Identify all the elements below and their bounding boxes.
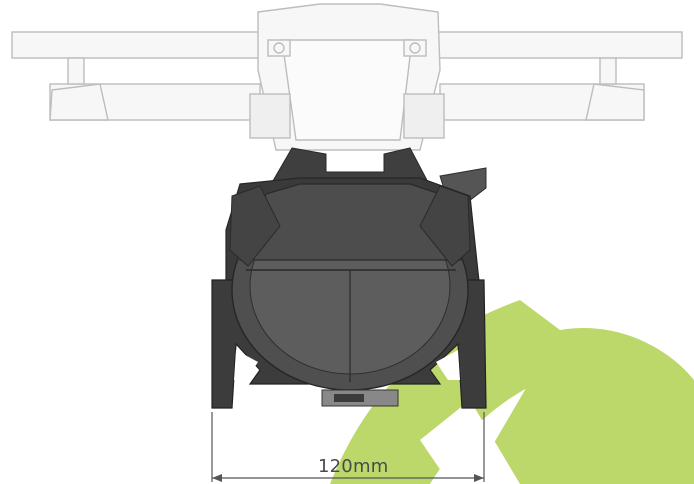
dimension-label: 120mm <box>318 456 389 477</box>
stand-cutout-right <box>436 350 460 380</box>
motor-left-top <box>67 57 85 85</box>
bottom-latch-grip <box>334 394 364 402</box>
motor-left-bottom <box>49 83 109 121</box>
arm-joint-right <box>403 93 445 139</box>
camera-lens-left <box>273 42 285 54</box>
motor-right-bottom <box>585 83 645 121</box>
left-arm-detail <box>229 185 281 267</box>
arm-joint-left <box>249 93 291 139</box>
payload-housing <box>211 147 487 409</box>
logo-cut <box>420 400 520 484</box>
camera-lens-right <box>409 42 421 54</box>
right-arm-detail <box>419 185 471 267</box>
stand-cutout-left <box>234 350 258 380</box>
motor-right-top <box>599 57 617 85</box>
arrow-right <box>474 474 484 482</box>
arm-left-top <box>11 31 271 59</box>
body-inner <box>281 39 413 141</box>
arm-right-top <box>429 31 683 59</box>
arrow-left <box>212 474 222 482</box>
drone-frame <box>11 3 683 151</box>
dimension-annotation <box>211 412 485 482</box>
logo-shape-right <box>470 328 694 484</box>
